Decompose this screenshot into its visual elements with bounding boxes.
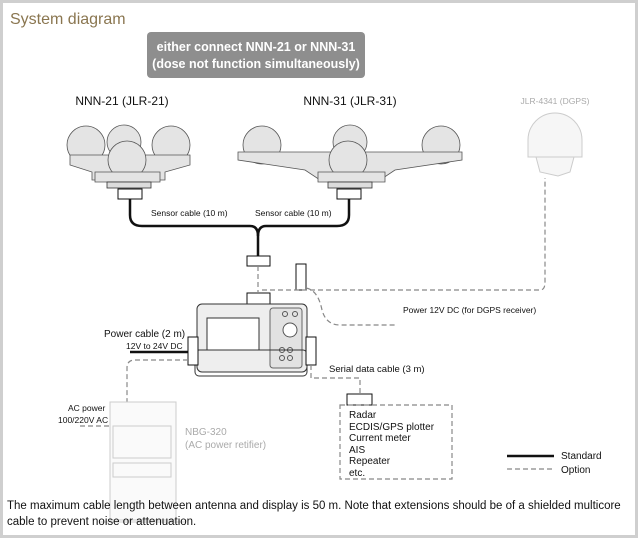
power-spec-label: 12V to 24V DC bbox=[126, 341, 183, 351]
ac-rectifier-cable bbox=[126, 359, 188, 438]
dgps-cable bbox=[262, 178, 546, 291]
ac-spec-label: 100/220V AC bbox=[58, 415, 108, 425]
device-item: Radar bbox=[349, 410, 377, 421]
sensor-cable-right bbox=[256, 199, 351, 237]
ac-power-label: AC power bbox=[68, 403, 105, 413]
power-cable-label: Power cable (2 m) bbox=[104, 329, 185, 340]
display-unit-icon[interactable] bbox=[187, 292, 317, 377]
device-item: ECDIS/GPS plotter bbox=[349, 422, 435, 433]
sensor-cable-left-label: Sensor cable (10 m) bbox=[151, 208, 228, 218]
antenna-right-label: NNN-31 (JLR-31) bbox=[303, 94, 396, 108]
note-line1: either connect NNN-21 or NNN-31 bbox=[157, 40, 356, 54]
dgps-power-cable bbox=[305, 287, 396, 326]
device-item: etc. bbox=[349, 468, 365, 479]
device-item: AIS bbox=[349, 445, 365, 456]
note-line2: (dose not function simultaneously) bbox=[152, 57, 360, 71]
external-devices-box bbox=[339, 404, 453, 480]
dgps-label: JLR-4341 (DGPS) bbox=[521, 96, 590, 106]
junction-connector bbox=[246, 255, 271, 267]
rectifier-model: NBG-320 bbox=[185, 427, 227, 438]
device-item: Repeater bbox=[349, 456, 391, 467]
rectifier-icon bbox=[100, 401, 186, 523]
sensor-cable-right-label: Sensor cable (10 m) bbox=[255, 208, 332, 218]
note-box: either connect NNN-21 or NNN-31 (dose no… bbox=[147, 32, 365, 78]
footer-line2: cable to prevent noise or attenuation. bbox=[7, 516, 196, 528]
legend-option: Option bbox=[561, 465, 590, 476]
antenna-nnn31-icon bbox=[237, 124, 463, 200]
device-item: Current meter bbox=[349, 433, 411, 444]
dgps-connector bbox=[295, 263, 307, 291]
legend-standard: Standard bbox=[561, 451, 602, 462]
footer-line1: The maximum cable length between antenna… bbox=[7, 500, 621, 512]
serial-connector bbox=[346, 393, 373, 406]
antenna-left-label: NNN-21 (JLR-21) bbox=[75, 94, 168, 108]
dgps-power-label: Power 12V DC (for DGPS receiver) bbox=[403, 305, 536, 315]
legend: Standard Option bbox=[507, 451, 602, 476]
antenna-nnn21-icon bbox=[66, 124, 191, 200]
dgps-antenna-icon bbox=[527, 112, 583, 177]
rectifier-desc: (AC power retifier) bbox=[185, 440, 266, 451]
page-title: System diagram bbox=[10, 11, 126, 28]
serial-cable-label: Serial data cable (3 m) bbox=[329, 364, 425, 375]
